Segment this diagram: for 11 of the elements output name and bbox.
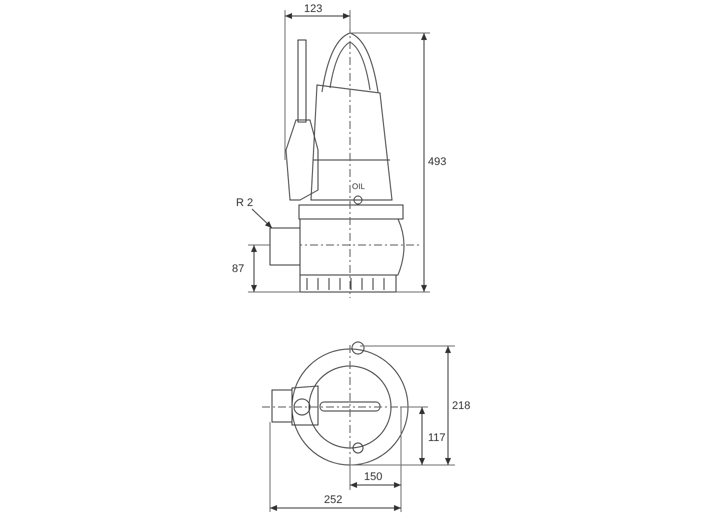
outlet-pipe [270,228,300,266]
leader-line [252,208,272,228]
dimension-label: 123 [304,3,322,15]
dimension-label: 150 [364,471,382,483]
marking-label: OIL [352,181,365,193]
dimension-label: 87 [232,263,244,275]
dimension-label: 493 [428,156,446,168]
dimension-label: 117 [428,432,446,444]
dimension-label: 218 [452,400,470,412]
dimension-label: 252 [324,494,342,506]
thread-label: R 2 [236,197,254,209]
